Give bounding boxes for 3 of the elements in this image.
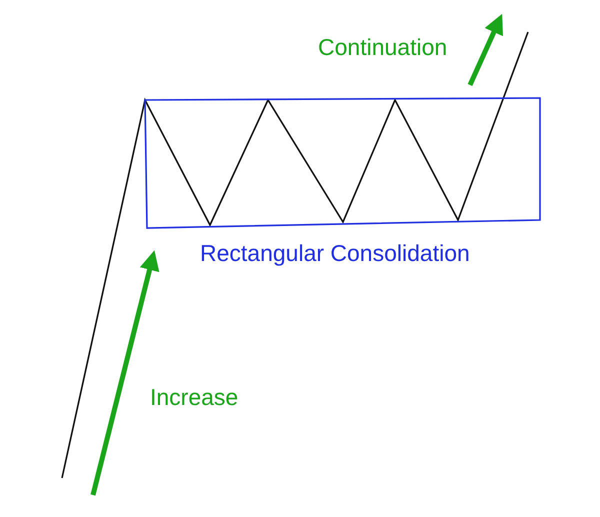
pattern-label: Rectangular Consolidation [200,240,470,266]
trend-label: Continuation [318,34,448,60]
trend-label: Increase [150,384,238,410]
